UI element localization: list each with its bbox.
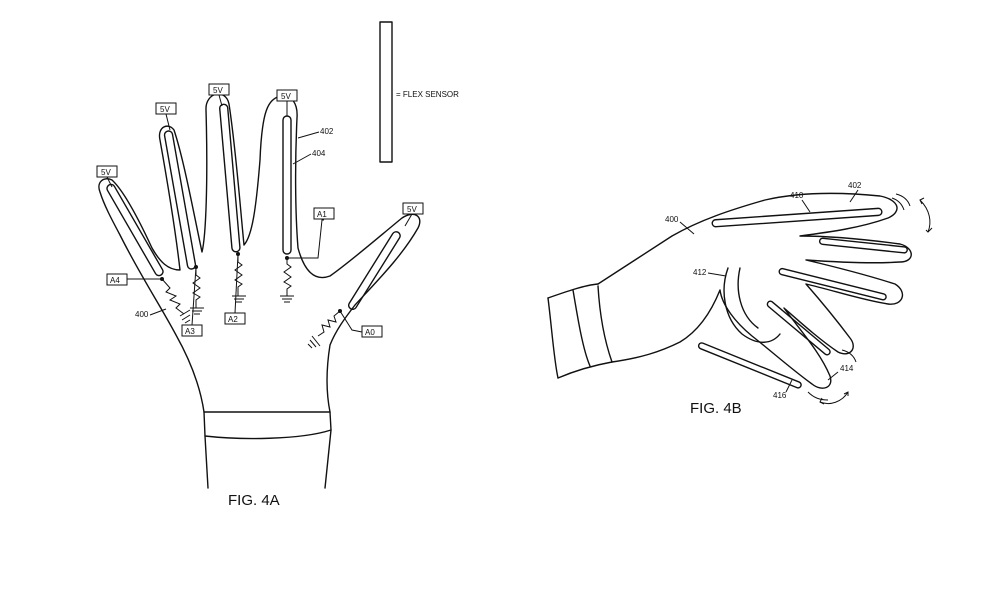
motion-arrow-top: [919, 199, 931, 233]
glove-cuff-4a: [203, 411, 332, 440]
ref-410-4b: 410: [790, 191, 804, 200]
glove-outline-4b: [597, 192, 912, 389]
voltage-box-3: 5V: [208, 83, 230, 107]
svg-text:A3: A3: [185, 327, 195, 336]
flex-sensor-4b-4: [766, 300, 831, 356]
voltage-box-1: 5V: [96, 165, 118, 188]
flex-sensor-4b-3: [778, 267, 887, 301]
ref-416-4b: 416: [773, 391, 787, 400]
fig-4b-caption: FIG. 4B: [690, 400, 742, 417]
legend-flex-sensor: = FLEX SENSOR: [379, 21, 459, 163]
svg-text:5V: 5V: [101, 168, 111, 177]
analog-boxes: A4 A3 A2 A1 A0: [106, 207, 383, 338]
ref-402-4a: 402: [320, 127, 334, 136]
analog-box-a1: A1: [313, 207, 335, 220]
flex-sensor-4b-1: [711, 207, 883, 228]
flex-sensor-index: [163, 130, 197, 270]
flex-sensor-middle: [219, 103, 241, 253]
svg-text:A2: A2: [228, 315, 238, 324]
svg-text:5V: 5V: [407, 205, 417, 214]
ref-400-4b: 400: [665, 215, 679, 224]
analog-box-a2: A2: [224, 312, 246, 325]
flex-sensor-ring: [282, 115, 292, 255]
ref-400-4a: 400: [135, 310, 149, 319]
ref-414-4b: 414: [840, 364, 854, 373]
sensors-4a: [106, 103, 401, 311]
analog-box-a4: A4: [106, 273, 128, 286]
ref-402-4b: 402: [848, 181, 862, 190]
flex-sensor-4b-2: [818, 237, 908, 254]
svg-text:5V: 5V: [281, 92, 291, 101]
voltage-box-2: 5V: [155, 102, 177, 131]
voltage-boxes: 5V 5V 5V 5V 5V: [96, 83, 424, 227]
ref-404-4a: 404: [312, 149, 326, 158]
circuits-4a: [127, 219, 363, 349]
fig-4a: 5V 5V 5V 5V 5V: [96, 83, 424, 509]
analog-box-a3: A3: [181, 324, 203, 337]
fig-4b: 400 402 410 412 414 416 FIG. 4B: [547, 181, 933, 417]
flex-sensor-pinky: [347, 231, 401, 311]
motion-arrow-bottom: [819, 391, 849, 405]
cuff-edge-4b: [547, 283, 613, 379]
svg-text:A0: A0: [365, 328, 375, 337]
glove-cuff-4b: [547, 285, 613, 379]
thumb-crease-4b: [737, 267, 759, 329]
analog-box-a0: A0: [361, 325, 383, 338]
flex-sensor-4b-5: [697, 342, 802, 389]
glove-wrist-4a: [204, 429, 332, 489]
voltage-box-5: 5V: [402, 202, 424, 227]
legend-sensor-symbol: [379, 21, 393, 163]
flex-sensor-thumb: [106, 183, 164, 277]
svg-text:A1: A1: [317, 210, 327, 219]
voltage-box-4: 5V: [276, 89, 298, 116]
thumb-4b: [723, 267, 781, 343]
svg-text:5V: 5V: [213, 86, 223, 95]
legend-label: = FLEX SENSOR: [396, 90, 459, 99]
svg-text:A4: A4: [110, 276, 120, 285]
fig-4a-caption: FIG. 4A: [228, 492, 280, 509]
glove-outline-4a: [98, 93, 421, 413]
ref-412-4b: 412: [693, 268, 707, 277]
svg-text:5V: 5V: [160, 105, 170, 114]
